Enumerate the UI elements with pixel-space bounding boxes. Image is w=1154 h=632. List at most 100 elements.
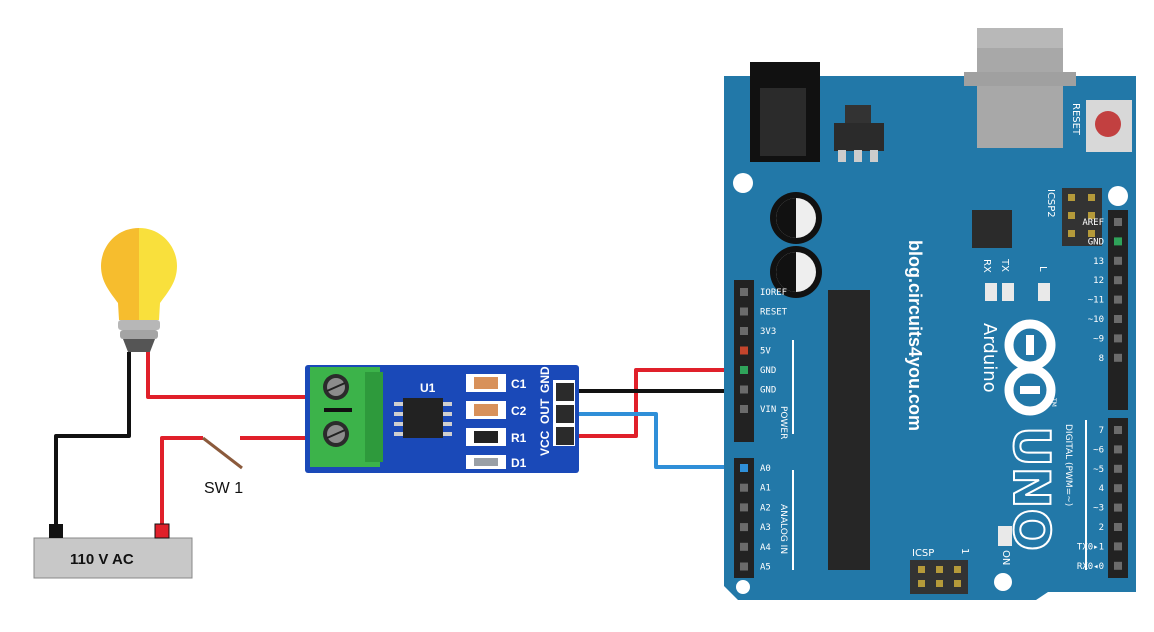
- tm-label: TM: [1050, 397, 1057, 407]
- tx-led: [1002, 283, 1014, 301]
- switch-label: SW 1: [204, 480, 243, 497]
- header-pin-analog-4[interactable]: [740, 542, 748, 551]
- header-pin-analog-2[interactable]: [740, 503, 748, 512]
- power-header-label: POWER: [778, 406, 788, 439]
- supply-terminal-red: [154, 523, 170, 539]
- header-pin-dbot-3[interactable]: [1114, 484, 1122, 493]
- pin-label-dtop-2: 13: [1093, 257, 1104, 267]
- header-pin-dbot-4[interactable]: [1114, 503, 1122, 512]
- c2-label: C2: [511, 404, 527, 418]
- header-pin-power-6[interactable]: [740, 405, 748, 413]
- supply-label: 110 V AC: [70, 551, 134, 568]
- watermark-text: blog.circuits4you.com: [905, 240, 925, 431]
- pin-label-analog-1: A1: [760, 484, 771, 494]
- header-pin-dtop-2[interactable]: [1114, 256, 1122, 265]
- pin-label-analog-0: A0: [760, 464, 771, 474]
- pin-label-power-1: RESET: [760, 308, 788, 318]
- pin-label-dbot-1: ~6: [1093, 445, 1104, 455]
- atmega-chip: [828, 290, 870, 570]
- header-pin-analog-3[interactable]: [740, 523, 748, 532]
- header-pin-dtop-0[interactable]: [1114, 218, 1122, 226]
- header-pin-dtop-5[interactable]: [1114, 315, 1122, 323]
- l-led: [1038, 283, 1050, 301]
- pin-label-analog-3: A3: [760, 523, 771, 533]
- rx-label: RX: [981, 259, 992, 273]
- rx-led: [985, 283, 997, 301]
- pin-label-analog-4: A4: [760, 543, 771, 553]
- power-header: [734, 280, 754, 442]
- pin-label-dtop-4: ~11: [1088, 296, 1104, 306]
- pin-label-dbot-5: 2: [1099, 523, 1104, 533]
- header-pin-analog-1[interactable]: [740, 483, 748, 492]
- c1-label: C1: [511, 377, 527, 391]
- header-pin-dtop-6[interactable]: [1114, 334, 1122, 343]
- pin-label-dtop-6: ~9: [1093, 334, 1104, 344]
- pin-label-out: OUT: [538, 398, 552, 424]
- icsp2-label: ICSP2: [1045, 189, 1056, 218]
- header-pin-dtop-3[interactable]: [1114, 276, 1122, 285]
- smd-c1: [466, 374, 506, 392]
- header-pin-dtop-7[interactable]: [1114, 353, 1122, 362]
- pin-label-power-0: IOREF: [760, 288, 787, 298]
- tx-label: TX: [999, 258, 1010, 272]
- header-pin-dtop-1[interactable]: [1114, 237, 1122, 246]
- pin-label-dtop-7: 8: [1099, 354, 1104, 364]
- uno-logo: UNO: [1002, 426, 1060, 551]
- pin-label-analog-2: A2: [760, 503, 771, 513]
- usb-chip: [972, 210, 1012, 248]
- wire-vcc-to-5v: [572, 368, 744, 438]
- pin-label-analog-5: A5: [760, 563, 771, 573]
- header-pin-dbot-0[interactable]: [1114, 426, 1122, 434]
- ic-label: U1: [420, 381, 436, 395]
- on-led: [998, 526, 1012, 546]
- header-pin-power-1[interactable]: [740, 307, 748, 316]
- header-pin-analog-0[interactable]: [740, 464, 748, 472]
- pin-label-dbot-6: TX0▸1: [1077, 542, 1104, 552]
- analog-header: [734, 458, 754, 578]
- pin-label-dtop-3: 12: [1093, 276, 1104, 286]
- header-pin-power-0[interactable]: [740, 288, 748, 296]
- icsp-header: [910, 560, 968, 594]
- switch-lever: [202, 436, 243, 470]
- smd-c2: [466, 401, 506, 419]
- header-pin-analog-5[interactable]: [740, 562, 748, 571]
- header-pin-dtop-4[interactable]: [1114, 295, 1122, 304]
- pin-label-dtop-1: GND: [1088, 237, 1104, 247]
- digital-header-top: [1108, 210, 1128, 410]
- header-pin-power-3[interactable]: [740, 346, 748, 355]
- smd-d1: [466, 455, 506, 469]
- wires: [54, 352, 744, 528]
- pin-label-dbot-4: ~3: [1093, 504, 1104, 514]
- header-pin-dbot-7[interactable]: [1114, 561, 1122, 570]
- header-pin-power-2[interactable]: [740, 327, 748, 335]
- pin-label-dtop-0: AREF: [1082, 218, 1104, 228]
- analog-header-label: ANALOG IN: [778, 504, 788, 554]
- wire-bulb-to-supply-black: [54, 352, 131, 528]
- header-pin-power-5[interactable]: [740, 385, 748, 394]
- sensor-header-out: [556, 405, 574, 423]
- light-bulb: [101, 228, 177, 352]
- pin-label-dbot-7: RX0◂0: [1077, 562, 1104, 572]
- pin-label-power-4: GND: [760, 366, 776, 376]
- pin-label-gnd: GND: [538, 366, 552, 393]
- header-pin-dbot-6[interactable]: [1114, 542, 1122, 551]
- r1-label: R1: [511, 431, 527, 445]
- icsp-pin1-label: 1: [959, 548, 970, 554]
- ac-supply: 110 V AC: [33, 523, 193, 579]
- header-pin-dbot-2[interactable]: [1114, 464, 1122, 473]
- reset-button[interactable]: [1086, 100, 1132, 152]
- header-pin-power-4[interactable]: [740, 366, 748, 374]
- arduino-brand: Arduino: [979, 323, 1000, 393]
- smd-r1: [466, 428, 506, 446]
- ic-chip: [403, 398, 443, 438]
- pin-label-vcc: VCC: [538, 430, 552, 456]
- supply-terminal-black: [49, 524, 63, 538]
- pin-label-power-6: VIN: [760, 405, 776, 415]
- capacitors: [770, 192, 822, 298]
- pin-label-power-3: 5V: [760, 347, 771, 357]
- on-label: ON: [1000, 550, 1011, 565]
- pin-label-power-5: GND: [760, 386, 776, 396]
- header-pin-dbot-1[interactable]: [1114, 445, 1122, 454]
- header-pin-dbot-5[interactable]: [1114, 523, 1122, 531]
